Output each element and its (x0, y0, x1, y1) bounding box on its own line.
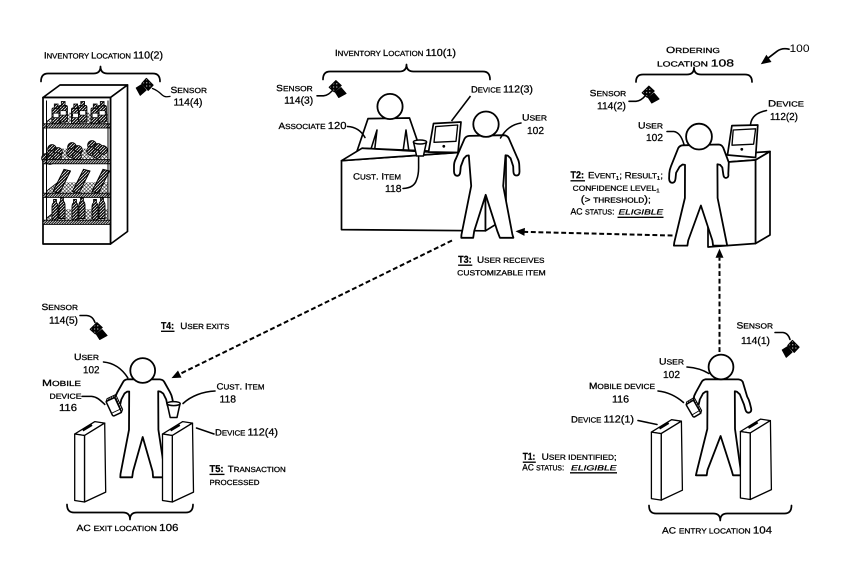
svg-text:SENSOR: SENSOR (170, 85, 207, 95)
svg-text:112(2): 112(2) (770, 112, 798, 123)
svg-text:T3:: T3: (458, 255, 472, 266)
svg-text:102: 102 (83, 365, 100, 376)
svg-text:114(2): 114(2) (597, 101, 626, 112)
svg-text:SENSOR: SENSOR (41, 302, 78, 312)
svg-text:USER EXITS: USER EXITS (180, 321, 229, 331)
svg-text:PROCESSED: PROCESSED (209, 478, 259, 487)
svg-text:118: 118 (385, 184, 402, 195)
svg-text:T1:: T1: (523, 452, 536, 463)
svg-text:MOBILE: MOBILE (42, 378, 81, 388)
svg-text:CUST. ITEM: CUST. ITEM (353, 172, 401, 182)
svg-text:TRANSACTION: TRANSACTION (228, 464, 286, 474)
svg-text:USER RECEIVES: USER RECEIVES (477, 255, 545, 265)
svg-text:USER: USER (659, 357, 684, 367)
svg-text:114(1): 114(1) (741, 336, 770, 347)
svg-text:DEVICE 112(3): DEVICE 112(3) (471, 85, 533, 96)
svg-text:DEVICE: DEVICE (49, 392, 81, 401)
svg-text:USER: USER (522, 113, 547, 123)
svg-text:(> THRESHOLD);: (> THRESHOLD); (581, 195, 651, 206)
svg-text:ELIGIBLE: ELIGIBLE (571, 463, 617, 472)
svg-text:USER: USER (74, 352, 99, 362)
svg-text:ASSOCIATE 120: ASSOCIATE 120 (278, 121, 346, 132)
svg-text:INVENTORY LOCATION 110(1): INVENTORY LOCATION 110(1) (335, 48, 456, 59)
svg-text:MOBILE DEVICE: MOBILE DEVICE (589, 381, 655, 391)
svg-text:CUSTOMIZABLE ITEM: CUSTOMIZABLE ITEM (457, 268, 546, 277)
svg-text:AC ENTRY LOCATION 104: AC ENTRY LOCATION 104 (662, 525, 772, 536)
svg-text:USER: USER (638, 121, 663, 131)
svg-text:INVENTORY LOCATION 110(2): INVENTORY LOCATION 110(2) (44, 51, 163, 62)
svg-text:100: 100 (790, 43, 810, 55)
svg-text:114(3): 114(3) (284, 96, 313, 107)
svg-text:116: 116 (612, 395, 629, 406)
svg-text:USER IDENTIFIED;: USER IDENTIFIED; (542, 452, 617, 462)
svg-text:T5:: T5: (209, 464, 223, 475)
svg-text:118: 118 (219, 395, 236, 406)
svg-text:AC STATUS:: AC STATUS: (522, 462, 564, 472)
svg-text:ELIGIBLE: ELIGIBLE (618, 208, 663, 217)
svg-text:DEVICE 112(1): DEVICE 112(1) (571, 415, 634, 426)
svg-text:CUST. ITEM: CUST. ITEM (216, 382, 264, 392)
svg-text:116: 116 (59, 403, 77, 414)
svg-text:T2:: T2: (570, 170, 584, 181)
svg-text:DEVICE 112(4): DEVICE 112(4) (215, 428, 278, 439)
svg-text:LOCATION 108: LOCATION 108 (657, 59, 734, 70)
svg-text:DEVICE: DEVICE (768, 99, 804, 109)
svg-text:SENSOR: SENSOR (276, 83, 313, 93)
svg-text:102: 102 (646, 133, 663, 144)
svg-text:AC EXIT LOCATION 106: AC EXIT LOCATION 106 (76, 523, 178, 534)
svg-text:T4:: T4: (161, 321, 174, 332)
svg-text:102: 102 (663, 370, 680, 381)
svg-text:102: 102 (527, 126, 544, 137)
svg-text:114(4): 114(4) (173, 98, 202, 109)
svg-text:SENSOR: SENSOR (590, 88, 627, 98)
svg-text:114(5): 114(5) (49, 316, 78, 327)
svg-text:AC STATUS:: AC STATUS: (570, 207, 614, 217)
svg-text:SENSOR: SENSOR (736, 321, 773, 331)
